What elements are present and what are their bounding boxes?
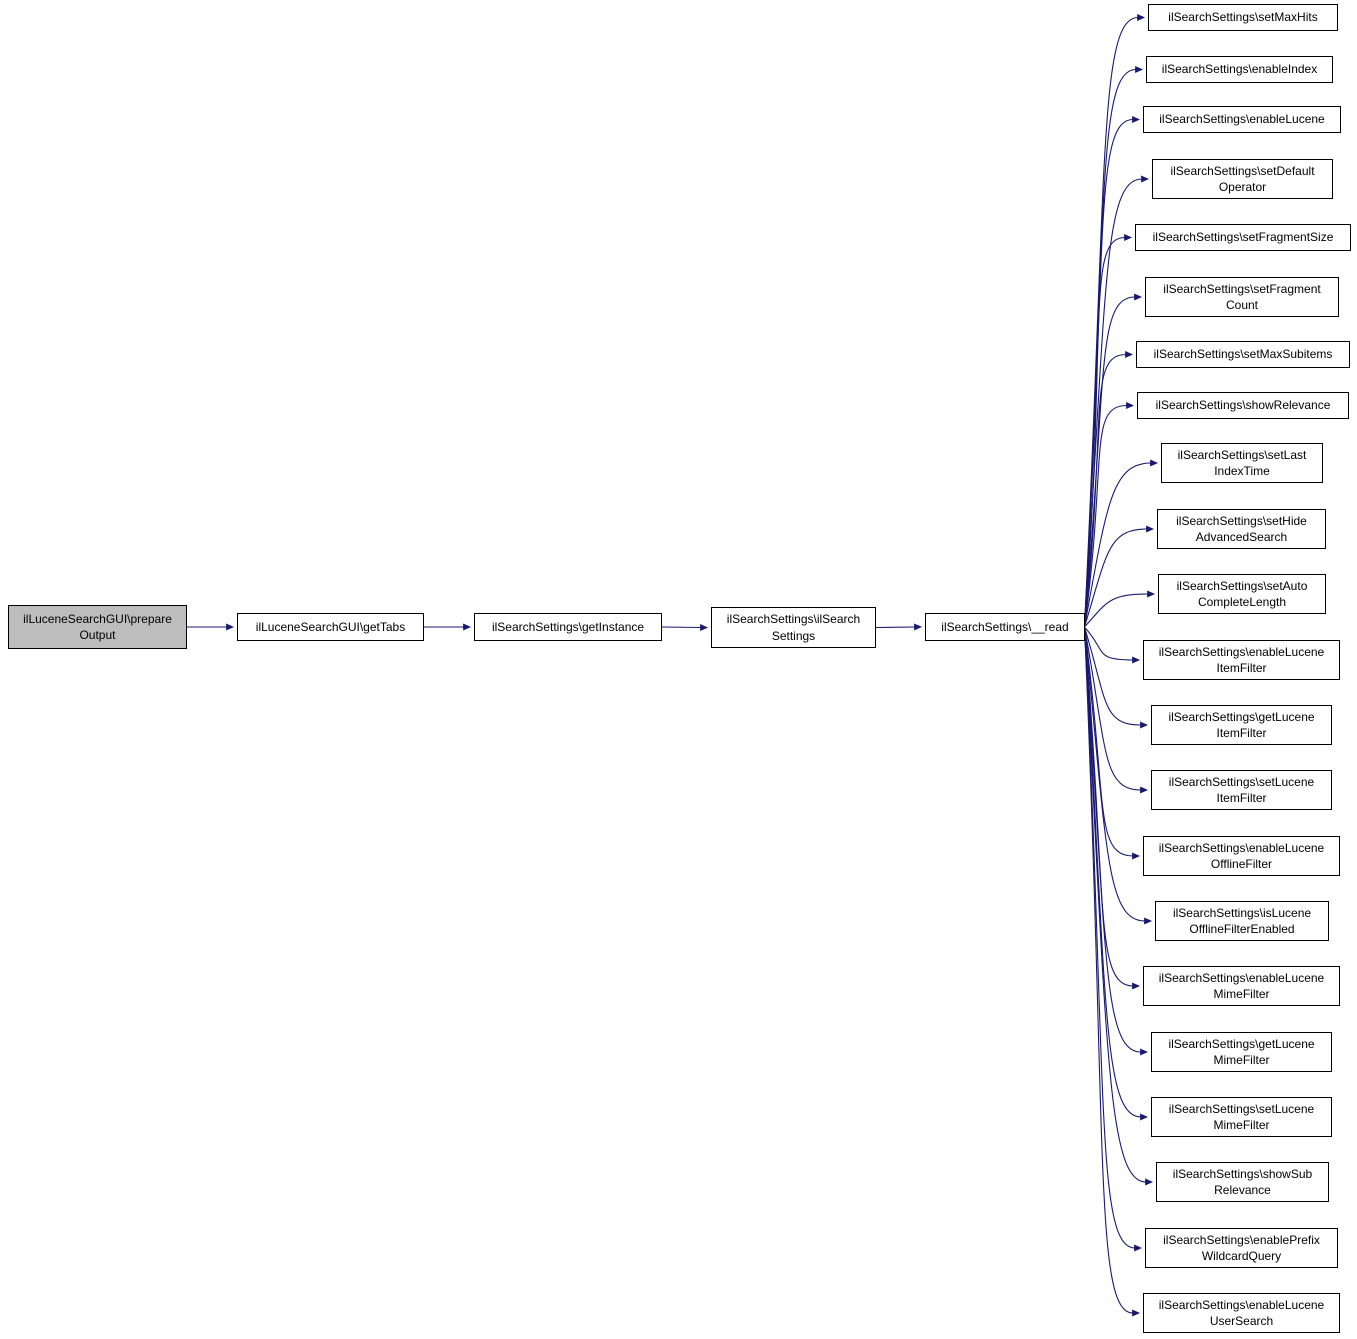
call-edge-read-to-enableLuceneOfflineFilter [1084, 631, 1141, 860]
graph-node-getInstance[interactable]: ilSearchSettings\getInstance [474, 613, 662, 641]
call-edge-read-to-enablePrefixWildcardQuery [1084, 637, 1143, 1252]
graph-node-prepareOutput: ilLuceneSearchGUI\prepare Output [8, 605, 187, 649]
graph-node-setLuceneMimeFilter[interactable]: ilSearchSettings\setLucene MimeFilter [1151, 1097, 1332, 1137]
graph-node-getTabs[interactable]: ilLuceneSearchGUI\getTabs [237, 613, 424, 641]
call-edge-read-to-setAutoCompleteLength [1084, 590, 1156, 627]
graph-node-enableLuceneOfflineFilter[interactable]: ilSearchSettings\enableLucene OfflineFil… [1143, 836, 1340, 876]
call-edge-ilSearchSettings-to-read [875, 623, 923, 631]
call-edge-read-to-enableLucene [1084, 115, 1141, 618]
call-edge-read-to-setHideAdvancedSearch [1084, 525, 1155, 626]
call-edge-read-to-setDefaultOperator [1084, 175, 1150, 619]
call-edge-read-to-enableLuceneUserSearch [1084, 637, 1141, 1317]
graph-node-setLuceneItemFilter[interactable]: ilSearchSettings\setLucene ItemFilter [1151, 770, 1332, 810]
graph-node-getLuceneMimeFilter[interactable]: ilSearchSettings\getLucene MimeFilter [1151, 1032, 1332, 1072]
graph-node-getLuceneItemFilter[interactable]: ilSearchSettings\getLucene ItemFilter [1151, 705, 1332, 745]
call-edge-read-to-setFragmentSize [1084, 233, 1133, 621]
graph-node-setLastIndexTime[interactable]: ilSearchSettings\setLast IndexTime [1161, 443, 1323, 483]
graph-node-setFragmentSize[interactable]: ilSearchSettings\setFragmentSize [1135, 224, 1351, 251]
graph-node-enablePrefixWildcardQuery[interactable]: ilSearchSettings\enablePrefix WildcardQu… [1145, 1228, 1338, 1268]
graph-node-isLuceneOfflineFilterEnabled[interactable]: ilSearchSettings\isLucene OfflineFilterE… [1155, 901, 1329, 941]
graph-node-setHideAdvancedSearch[interactable]: ilSearchSettings\setHide AdvancedSearch [1157, 509, 1326, 549]
call-edge-read-to-setLastIndexTime [1084, 459, 1159, 625]
call-edge-read-to-setLuceneMimeFilter [1084, 635, 1149, 1121]
graph-node-setDefaultOperator[interactable]: ilSearchSettings\setDefault Operator [1152, 159, 1333, 199]
graph-node-enableLuceneMimeFilter[interactable]: ilSearchSettings\enableLucene MimeFilter [1143, 966, 1340, 1006]
call-edge-read-to-setLuceneItemFilter [1084, 629, 1149, 794]
graph-node-setAutoCompleteLength[interactable]: ilSearchSettings\setAuto CompleteLength [1158, 574, 1326, 614]
graph-node-enableLuceneUserSearch[interactable]: ilSearchSettings\enableLucene UserSearch [1143, 1293, 1340, 1333]
call-edge-read-to-setMaxSubitems [1084, 350, 1134, 623]
graph-node-showSubRelevance[interactable]: ilSearchSettings\showSub Relevance [1156, 1162, 1329, 1202]
graph-node-enableLucene[interactable]: ilSearchSettings\enableLucene [1143, 106, 1341, 133]
call-edge-read-to-showSubRelevance [1084, 636, 1154, 1186]
call-edge-read-to-showRelevance [1084, 401, 1135, 624]
call-edge-read-to-setFragmentCount [1084, 293, 1143, 622]
graph-node-showRelevance[interactable]: ilSearchSettings\showRelevance [1137, 392, 1349, 419]
graph-node-setMaxHits[interactable]: ilSearchSettings\setMaxHits [1148, 4, 1338, 31]
graph-node-read[interactable]: ilSearchSettings\__read [925, 613, 1085, 641]
graph-node-ilSearchSettings[interactable]: ilSearchSettings\ilSearch Settings [711, 607, 876, 648]
graph-node-enableLuceneItemFilter[interactable]: ilSearchSettings\enableLucene ItemFilter [1143, 640, 1340, 680]
graph-node-enableIndex[interactable]: ilSearchSettings\enableIndex [1146, 56, 1333, 83]
call-edge-read-to-isLuceneOfflineFilterEnabled [1084, 632, 1153, 925]
call-edge-read-to-getLuceneItemFilter [1084, 628, 1149, 729]
graph-node-setMaxSubitems[interactable]: ilSearchSettings\setMaxSubitems [1136, 341, 1350, 368]
call-edge-getInstance-to-ilSearchSettings [661, 623, 709, 632]
call-edge-read-to-getLuceneMimeFilter [1084, 634, 1149, 1056]
graph-node-setFragmentCount[interactable]: ilSearchSettings\setFragment Count [1145, 277, 1339, 317]
call-edge-read-to-enableLuceneItemFilter [1084, 627, 1141, 664]
